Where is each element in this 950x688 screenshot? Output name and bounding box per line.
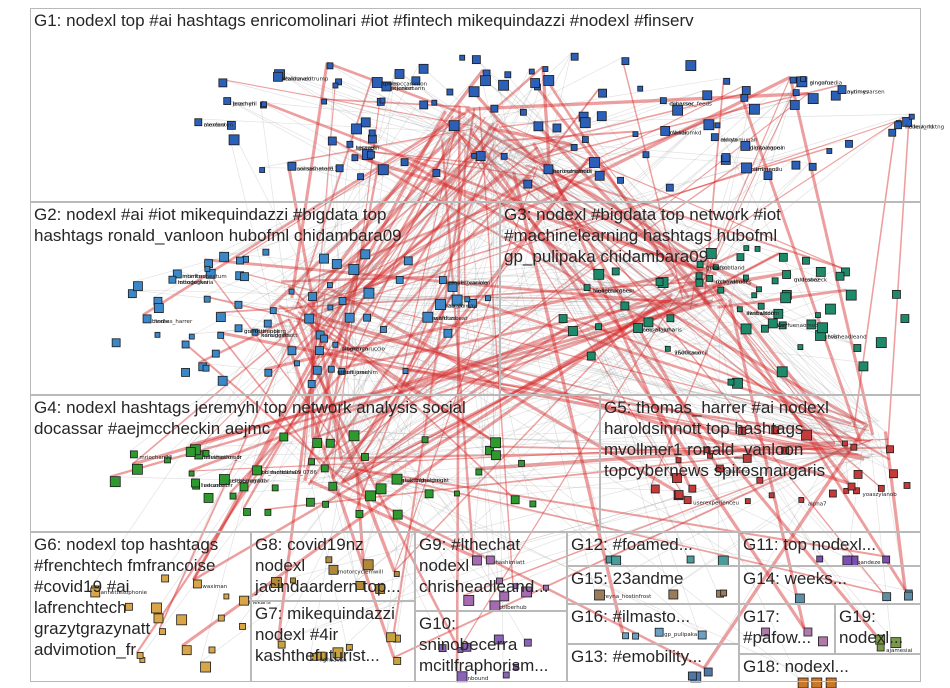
group-box-g5[interactable]: G5: thomas_harrer #ai nodexl haroldsinno… [600, 395, 921, 532]
group-box-g1[interactable]: G1: nodexl top #ai hashtags enricomolina… [30, 8, 921, 202]
group-label-g17: G17: #pafow... [743, 606, 811, 648]
group-box-g2[interactable]: G2: nodexl #ai #iot mikequindazzi #bigda… [30, 202, 500, 395]
group-box-g4[interactable]: G4: nodexl hashtags jeremyhl top network… [30, 395, 600, 532]
group-label-g14: G14: weeks... [743, 568, 847, 589]
group-label-g15: G15: 23andme [571, 568, 683, 589]
group-label-g1: G1: nodexl top #ai hashtags enricomolina… [34, 10, 694, 31]
group-label-g4: G4: nodexl hashtags jeremyhl top network… [34, 397, 466, 439]
group-box-g16[interactable]: G16: #ilmasto... [567, 604, 739, 644]
group-label-g10: G10: sninobecerra mcitlfraphorism... [419, 613, 548, 676]
group-label-g2: G2: nodexl #ai #iot mikequindazzi #bigda… [34, 204, 402, 246]
group-box-g17[interactable]: G17: #pafow... [739, 604, 835, 654]
group-label-g12: G12: #foamed... [571, 534, 693, 555]
group-box-g14[interactable]: G14: weeks... [739, 566, 921, 604]
group-label-g6: G6: nodexl top hashtags #frenchtech fmfr… [34, 534, 218, 660]
group-box-g10[interactable]: G10: sninobecerra mcitlfraphorism... [415, 611, 567, 682]
group-box-g9[interactable]: G9: #lthechat nodexl chrisheadleand... [415, 532, 567, 611]
group-box-g15[interactable]: G15: 23andme [567, 566, 739, 604]
group-box-g18[interactable]: G18: nodexl... [739, 654, 921, 682]
group-box-g7[interactable]: G7: mikequindazzi nodexl #4ir kashthefut… [251, 601, 415, 682]
group-box-g3[interactable]: G3: nodexl #bigdata top network #iot #ma… [500, 202, 921, 395]
group-label-g11: G11: top nodexl... [743, 534, 876, 555]
group-box-g8[interactable]: G8: covid19nz nodexl jacindaardern top..… [251, 532, 415, 601]
group-box-g6[interactable]: G6: nodexl top hashtags #frenchtech fmfr… [30, 532, 251, 682]
group-label-g7: G7: mikequindazzi nodexl #4ir kashthefut… [255, 603, 395, 666]
group-label-g8: G8: covid19nz nodexl jacindaardern top..… [255, 534, 401, 597]
group-box-g19[interactable]: G19: nodexl... [835, 604, 921, 654]
group-label-g16: G16: #ilmasto... [571, 606, 690, 627]
group-label-g9: G9: #lthechat nodexl chrisheadleand... [419, 534, 548, 597]
group-box-g13[interactable]: G13: #emobility... [567, 644, 739, 682]
group-label-g3: G3: nodexl #bigdata top network #iot #ma… [504, 204, 781, 267]
group-label-g13: G13: #emobility... [571, 646, 702, 667]
group-label-g19: G19: nodexl... [839, 606, 903, 648]
group-box-g11[interactable]: G11: top nodexl... [739, 532, 921, 566]
group-box-g12[interactable]: G12: #foamed... [567, 532, 739, 566]
group-label-g18: G18: nodexl... [743, 656, 849, 677]
group-label-g5: G5: thomas_harrer #ai nodexl haroldsinno… [604, 397, 829, 481]
